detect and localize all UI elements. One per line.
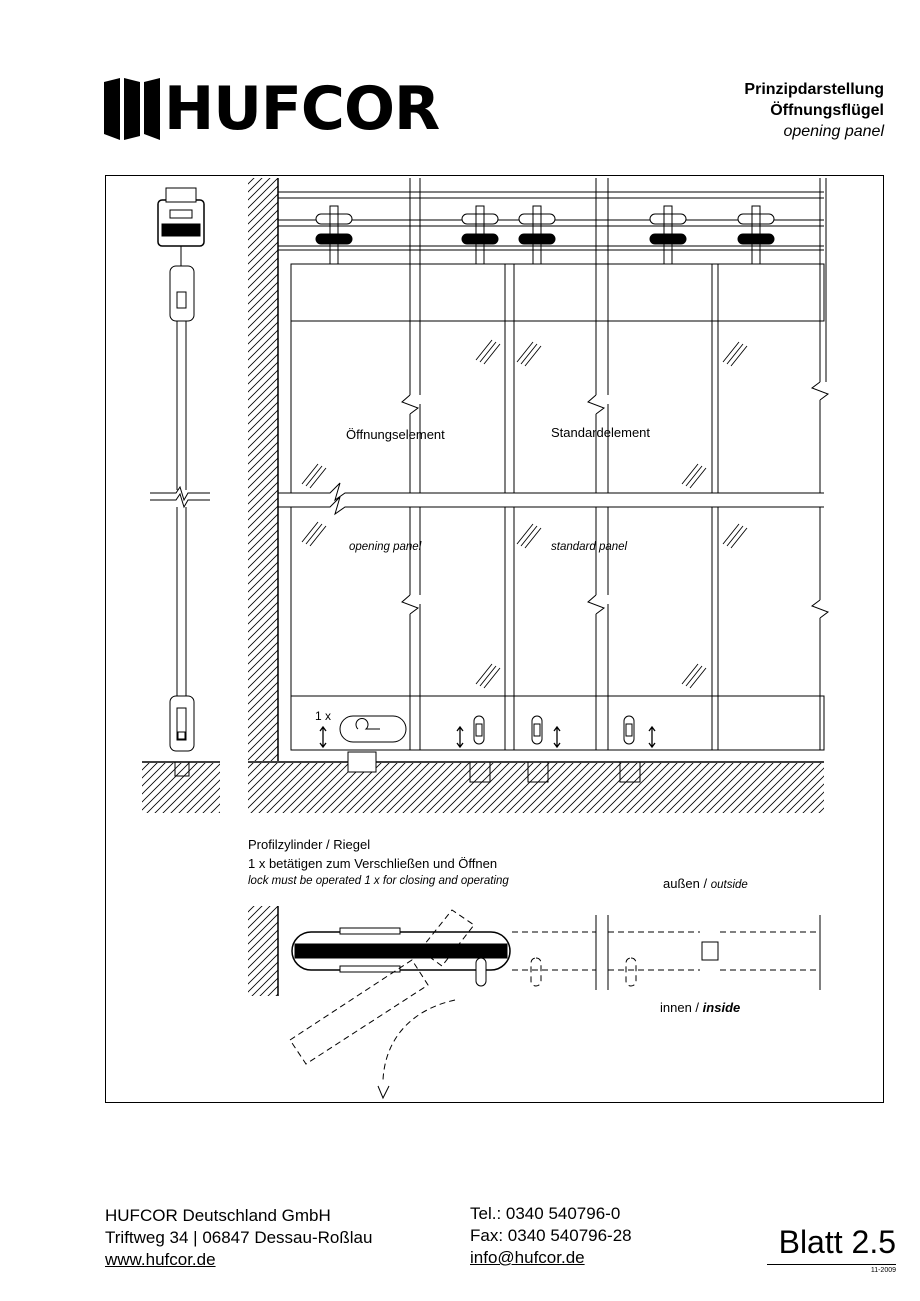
title-line-3: opening panel — [783, 123, 884, 140]
label-opening-element: Öffnungselement — [346, 427, 445, 442]
footer-contact: Tel.: 0340 540796-0 Fax: 0340 540796-28 … — [470, 1203, 632, 1269]
label-inside-en: inside — [702, 1000, 741, 1015]
trolley-icon — [518, 205, 556, 265]
footer-tel: Tel.: 0340 540796-0 — [470, 1204, 621, 1223]
label-outside-en: outside — [710, 879, 748, 891]
footer-company: HUFCOR Deutschland GmbH — [105, 1206, 331, 1225]
label-standard-element: Standardelement — [551, 425, 651, 440]
trolley-icon — [737, 205, 775, 265]
drawing-frame — [105, 175, 884, 1103]
plan-section-view — [248, 906, 821, 1100]
front-elevation-view — [248, 178, 830, 813]
label-inside-de: innen / — [660, 1000, 700, 1015]
bolt-icon — [619, 715, 641, 783]
side-section-view — [142, 187, 220, 813]
lock-cylinder-icon — [339, 715, 407, 773]
sheet-date: 11-2009 — [870, 1267, 896, 1274]
footer-address: HUFCOR Deutschland GmbH Triftweg 34 | 06… — [105, 1205, 372, 1271]
label-outside: außen / outside — [663, 876, 748, 891]
double-arrow-icon — [319, 725, 656, 749]
sheet-divider — [767, 1264, 896, 1265]
trolley-icon — [649, 205, 687, 265]
bolt-icon — [469, 715, 491, 783]
trolley-icon — [461, 205, 499, 265]
footer-fax: Fax: 0340 540796-28 — [470, 1226, 632, 1245]
trolley-icon — [315, 205, 353, 265]
lock-title: Profilzylinder / Riegel — [248, 837, 371, 852]
label-operate-count: 1 x — [315, 709, 332, 723]
label-standard-panel: standard panel — [551, 541, 628, 553]
label-inside: innen / inside — [660, 1000, 740, 1015]
logo-mark-icon — [104, 78, 160, 140]
hufcor-logo: HUFCOR — [104, 74, 440, 144]
sheet-number: Blatt 2.5 — [778, 1224, 896, 1260]
title-block: Prinzipdarstellung Öffnungsflügel openin… — [744, 79, 884, 142]
lock-instruction-en: lock must be operated 1 x for closing an… — [248, 875, 509, 887]
footer-email-link[interactable]: info@hufcor.de — [470, 1248, 585, 1267]
footer-website-link[interactable]: www.hufcor.de — [105, 1250, 216, 1269]
label-opening-panel: opening panel — [349, 541, 422, 553]
label-outside-de: außen / — [663, 876, 708, 891]
bolt-icon — [527, 715, 549, 783]
title-line-1: Prinzipdarstellung — [744, 81, 884, 98]
footer-street: Triftweg 34 | 06847 Dessau-Roßlau — [105, 1228, 373, 1247]
logo-wordmark: HUFCOR — [164, 74, 440, 144]
lock-instruction-de: 1 x betätigen zum Verschließen und Öffne… — [248, 856, 498, 871]
title-line-2: Öffnungsflügel — [770, 102, 884, 119]
